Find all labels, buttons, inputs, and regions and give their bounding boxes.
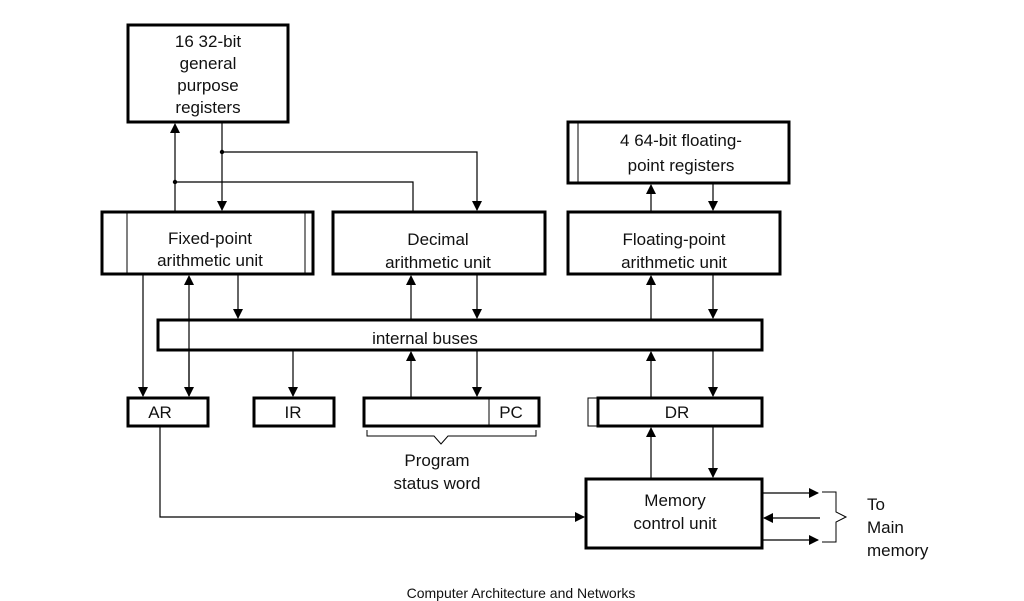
fixed-point-label-line-2: arithmetic unit [157, 251, 263, 270]
registers-label-line-1: 16 32-bit [175, 32, 241, 51]
ar-register: AR [126, 396, 210, 428]
program-status-word-register: PC [362, 396, 541, 428]
main-memory-label: To Main memory [867, 495, 929, 560]
fp-registers-label-line-1: 4 64-bit floating- [620, 131, 742, 150]
dr-label: DR [665, 403, 690, 422]
pc-label: PC [499, 403, 523, 422]
registers-label-line-3: purpose [177, 76, 238, 95]
main-memory-label-line-1: To [867, 495, 885, 514]
fp-registers-label-line-2: point registers [628, 156, 735, 175]
ar-label: AR [148, 403, 172, 422]
memory-control-unit: Memory control unit [584, 477, 764, 550]
fixed-point-label-line-1: Fixed-point [168, 229, 252, 248]
main-memory-brace [822, 491, 848, 543]
caption: Computer Architecture and Networks [407, 585, 636, 601]
decimal-label-line-1: Decimal [407, 230, 468, 249]
psw-brace [366, 430, 537, 445]
psw-label-line-2: status word [394, 474, 481, 493]
fixed-point-arithmetic-unit: Fixed-point arithmetic unit [100, 210, 315, 276]
floating-point-label-line-1: Floating-point [622, 230, 725, 249]
internal-buses-label: internal buses [372, 329, 478, 348]
main-memory-label-line-3: memory [867, 541, 929, 560]
decimal-arithmetic-unit: Decimal arithmetic unit [331, 210, 547, 276]
general-purpose-registers-box: 16 32-bit general purpose registers [126, 23, 290, 124]
registers-label-line-4: registers [175, 98, 240, 117]
psw-label-line-1: Program [404, 451, 469, 470]
connection-lines [138, 122, 820, 545]
ir-register: IR [252, 396, 336, 428]
registers-label-line-2: general [180, 54, 237, 73]
floating-point-arithmetic-unit: Floating-point arithmetic unit [566, 210, 782, 276]
internal-buses: internal buses [156, 318, 764, 352]
decimal-label-line-2: arithmetic unit [385, 253, 491, 272]
ir-label: IR [285, 403, 302, 422]
floating-point-label-line-2: arithmetic unit [621, 253, 727, 272]
floating-point-registers-box: 4 64-bit floating- point registers [566, 120, 791, 185]
memory-control-label-line-2: control unit [633, 514, 716, 533]
main-memory-label-line-2: Main [867, 518, 904, 537]
memory-control-label-line-1: Memory [644, 491, 706, 510]
dr-register: DR [587, 396, 764, 428]
